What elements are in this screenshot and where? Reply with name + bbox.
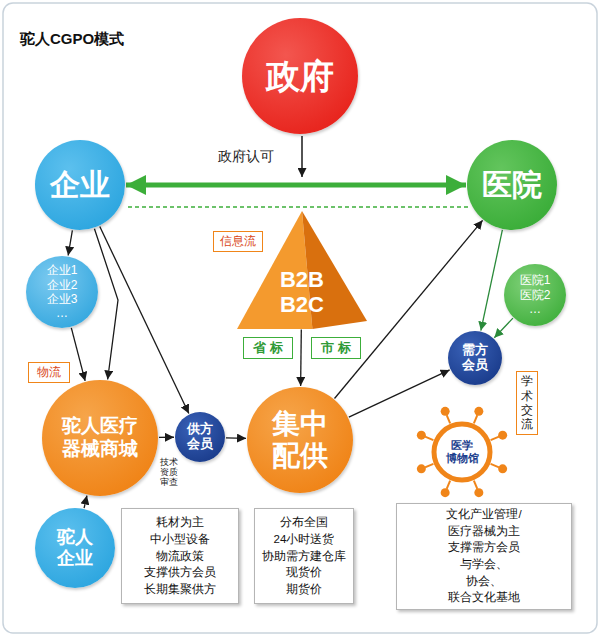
node-text: 学术交流 <box>521 374 533 432</box>
node-text: 供方 会员 <box>187 422 213 452</box>
node-text: 驼人 企业 <box>57 527 93 568</box>
title-wrap: 驼人CGPO模式 <box>20 30 124 49</box>
ring <box>434 424 490 480</box>
platform-pyramid: B2BB2C <box>237 211 367 329</box>
connector <box>71 328 85 381</box>
node-text: 物流政策 <box>156 548 204 565</box>
government-circle: 政府 <box>242 18 358 134</box>
connector <box>159 437 174 438</box>
ray-dot <box>417 464 426 473</box>
ray <box>474 481 477 489</box>
approval-label-wrap: 政府认可 <box>218 148 274 165</box>
node-text: 24小时送货 <box>274 531 335 548</box>
connector <box>494 318 513 338</box>
mall-circle: 驼人医疗 器械商城 <box>42 380 158 496</box>
node-text: 集中 配供 <box>272 408 328 472</box>
node-text: 支撑供方会员 <box>144 564 216 581</box>
member-circle: 供方 会员 <box>175 412 225 462</box>
node-text: 医院 <box>482 167 542 203</box>
ray <box>474 415 477 423</box>
ray <box>425 437 433 440</box>
museum-circle: 医学 博物馆 <box>412 402 512 502</box>
ray-dot <box>498 431 507 440</box>
node-text: 文化产业管理/ 医疗器械为主 支撑需方会员 与学会、协会、 联合文化基地 <box>446 506 521 606</box>
node-text: 医学 博物馆 <box>446 439 479 464</box>
node-text: 耗材为主 <box>156 514 204 531</box>
node-text: B2B <box>280 267 324 292</box>
enterprise-group-circle: 企业1 企业2 企业3 … <box>26 256 98 328</box>
node-text: 需方 会员 <box>462 343 488 373</box>
node-text: 期货价 <box>286 581 322 598</box>
connector <box>481 230 503 331</box>
ray <box>491 464 499 467</box>
supply-circle: 集中 配供 <box>247 387 353 493</box>
ray-dot <box>474 488 483 497</box>
tag-box: 物流 <box>28 362 70 383</box>
node-text: 市 标 <box>321 340 351 356</box>
node-text: 物流 <box>37 365 61 379</box>
dashed-line <box>128 206 468 208</box>
connector <box>68 230 72 255</box>
approval-arrow <box>301 136 303 177</box>
ray <box>447 481 450 489</box>
connector <box>94 229 118 380</box>
connector <box>226 437 246 439</box>
review-note-wrap: 技术 资质 审查 <box>160 458 178 487</box>
ray <box>491 437 499 440</box>
node-text: 分布全国 <box>280 514 328 531</box>
node-text: B2C <box>280 292 324 317</box>
ray <box>447 415 450 423</box>
diagram-title: 驼人CGPO模式 <box>20 30 124 49</box>
node-text: 驼人医疗 器械商城 <box>62 415 138 461</box>
ray-dot <box>441 407 450 416</box>
tag-box: 学术交流 <box>516 371 538 435</box>
node-text: 省 标 <box>253 340 283 356</box>
node-text: 协助需方建仓库 <box>262 548 346 565</box>
node-text: 企业1 企业2 企业3 … <box>47 263 78 321</box>
node-text: 信息流 <box>220 234 256 248</box>
review-note: 技术 资质 审查 <box>160 458 178 487</box>
ray-dot <box>417 431 426 440</box>
enterprise-circle: 企业 <box>35 140 125 230</box>
ray-dot <box>474 407 483 416</box>
node-text: 企业 <box>50 167 110 203</box>
tag-box: 信息流 <box>213 231 263 252</box>
note-box: 耗材为主中小型设备物流政策支撑供方会员长期集聚供方 <box>121 508 239 604</box>
connector <box>349 370 450 417</box>
frame <box>3 3 597 633</box>
ray-dot <box>498 464 507 473</box>
hospital-group-circle: 医院1 医院2 … <box>504 264 566 326</box>
node-text: 长期集聚供方 <box>144 581 216 598</box>
connector <box>84 496 87 508</box>
connector <box>300 330 302 386</box>
tag-box: 省 标 <box>243 337 293 359</box>
note-box: 分布全国24小时送货协助需方建仓库现货价期货价 <box>254 508 354 604</box>
node-text: 政府 <box>266 56 334 97</box>
company-circle: 驼人 企业 <box>35 508 115 588</box>
approval-label: 政府认可 <box>218 148 274 165</box>
hospital-circle: 医院 <box>467 140 557 230</box>
node-text: 中小型设备 <box>150 531 210 548</box>
connector <box>126 183 466 188</box>
ray-dot <box>441 488 450 497</box>
note-box: 文化产业管理/ 医疗器械为主 支撑需方会员 与学会、协会、 联合文化基地 <box>396 503 572 610</box>
member-circle: 需方 会员 <box>448 331 502 385</box>
node-text: 医院1 医院2 … <box>520 273 551 316</box>
ray <box>425 464 433 467</box>
node-text: 现货价 <box>286 564 322 581</box>
tag-box: 市 标 <box>311 337 361 359</box>
